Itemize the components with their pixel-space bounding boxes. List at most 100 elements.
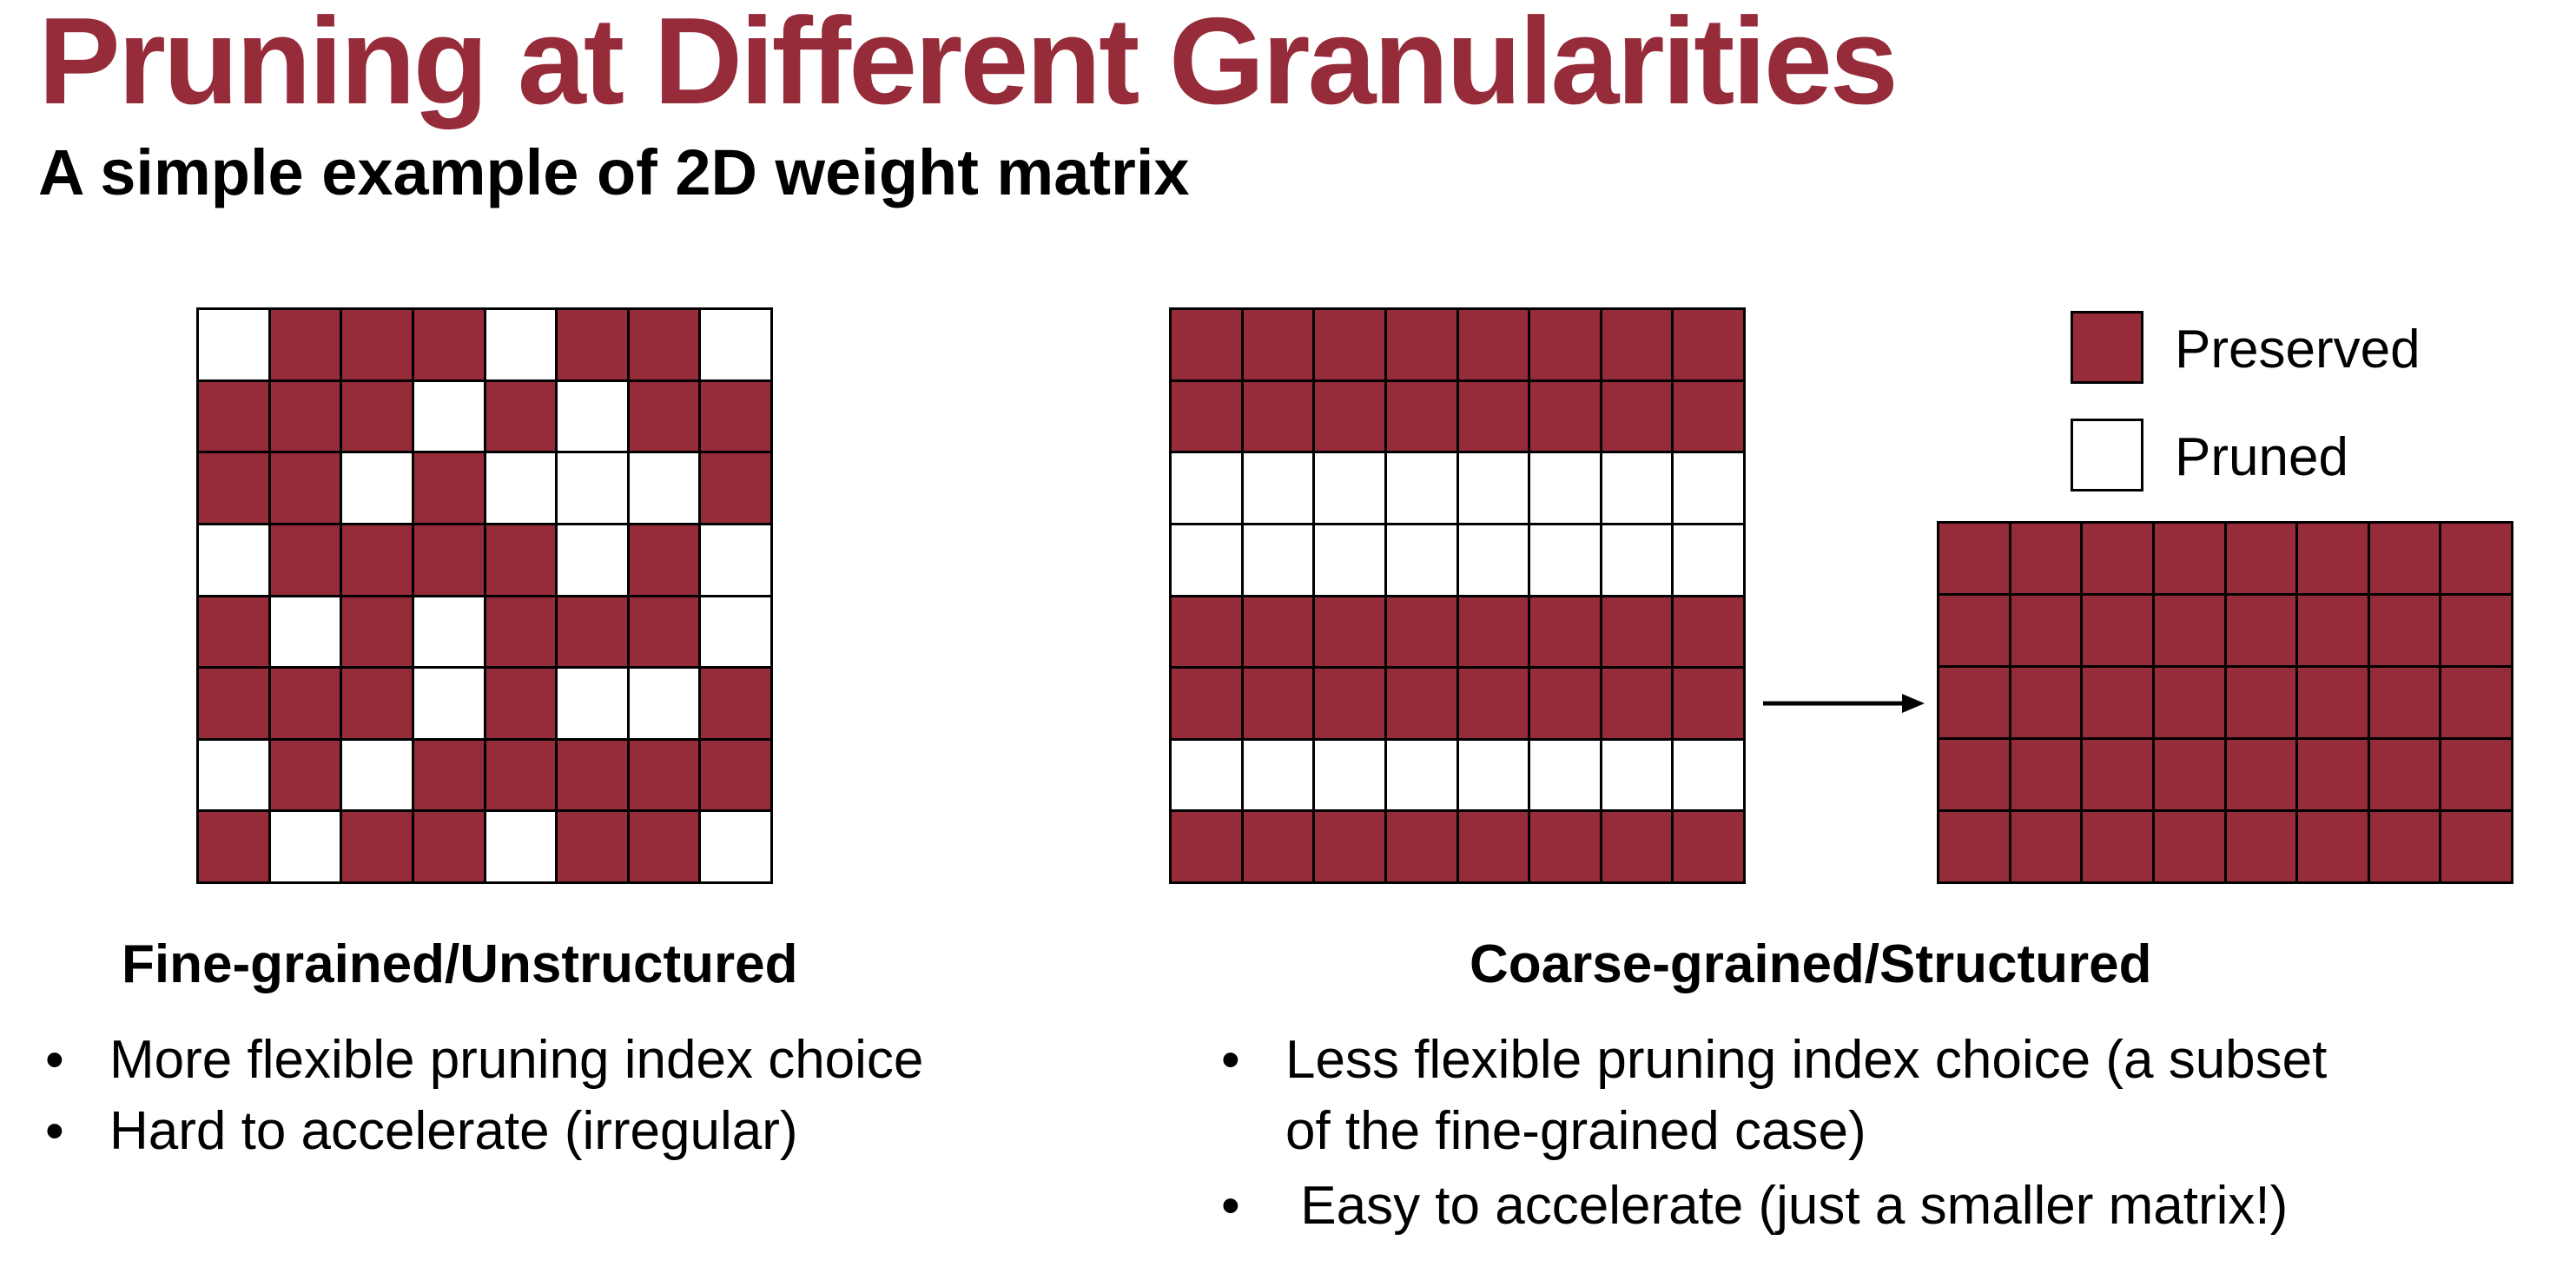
pruned-cell xyxy=(558,525,627,595)
pruned-cell xyxy=(701,525,770,595)
pruned-cell xyxy=(558,669,627,738)
preserved-cell xyxy=(1939,668,2009,737)
preserved-cell xyxy=(1243,669,1313,738)
pruned-cell xyxy=(1172,740,1241,810)
preserved-cell xyxy=(2154,596,2224,665)
preserved-cell xyxy=(2369,596,2440,665)
preserved-cell xyxy=(701,669,770,738)
pruned-cell xyxy=(413,669,484,738)
preserved-cell xyxy=(1243,812,1313,881)
preserved-cell xyxy=(2369,740,2440,809)
preserved-cell xyxy=(342,812,412,881)
preserved-cell xyxy=(199,453,268,523)
preserved-cell xyxy=(2154,524,2224,593)
preserved-cell xyxy=(2226,812,2296,881)
pruned-cell xyxy=(413,597,484,667)
preserved-cell xyxy=(342,669,412,738)
preserved-cell xyxy=(1458,597,1529,667)
preserved-cell xyxy=(270,310,340,379)
preserved-cell xyxy=(342,381,412,452)
pruned-cell xyxy=(199,525,268,595)
preserved-cell xyxy=(1530,310,1600,379)
preserved-cell xyxy=(558,310,627,379)
preserved-cell xyxy=(1315,310,1384,379)
preserved-cell xyxy=(629,597,699,667)
preserved-cell xyxy=(1602,669,1672,738)
preserved-cell xyxy=(2011,812,2081,881)
pruned-cell xyxy=(342,453,412,523)
coarse-grained-matrix xyxy=(1169,307,1746,884)
preserved-cell xyxy=(1458,669,1529,738)
pruned-cell xyxy=(1315,525,1384,595)
preserved-cell xyxy=(2441,740,2511,809)
preserved-cell xyxy=(413,812,484,881)
pruned-cell xyxy=(270,597,340,667)
preserved-cell xyxy=(2369,812,2440,881)
preserved-cell xyxy=(413,740,484,810)
legend-pruned-swatch xyxy=(2071,419,2143,492)
preserved-cell xyxy=(2083,740,2152,809)
preserved-cell xyxy=(2226,668,2296,737)
pruned-cell xyxy=(1386,740,1456,810)
preserved-cell xyxy=(1530,381,1600,452)
preserved-cell xyxy=(1243,310,1313,379)
preserved-cell xyxy=(1939,740,2009,809)
pruned-cell xyxy=(558,381,627,452)
preserved-cell xyxy=(270,525,340,595)
preserved-cell xyxy=(1674,381,1743,452)
pruned-cell xyxy=(485,453,556,523)
preserved-cell xyxy=(1386,381,1456,452)
slide-subtitle: A simple example of 2D weight matrix xyxy=(38,136,1190,208)
pruned-cell xyxy=(413,381,484,452)
preserved-cell xyxy=(2298,740,2368,809)
pruned-cell xyxy=(1530,525,1600,595)
preserved-cell xyxy=(2441,668,2511,737)
pruned-cell xyxy=(629,669,699,738)
pruned-cell xyxy=(199,310,268,379)
legend-preserved-label: Preserved xyxy=(2175,320,2421,379)
preserved-cell xyxy=(485,597,556,667)
preserved-cell xyxy=(270,669,340,738)
preserved-cell xyxy=(2226,740,2296,809)
pruned-cell xyxy=(1172,453,1241,523)
preserved-cell xyxy=(1172,381,1241,452)
pruned-cell xyxy=(701,310,770,379)
preserved-cell xyxy=(701,453,770,523)
preserved-cell xyxy=(1386,597,1456,667)
preserved-cell xyxy=(2298,596,2368,665)
pruned-cell xyxy=(342,740,412,810)
preserved-cell xyxy=(2441,596,2511,665)
preserved-cell xyxy=(199,812,268,881)
preserved-cell xyxy=(1172,669,1241,738)
preserved-cell xyxy=(2154,812,2224,881)
preserved-cell xyxy=(1315,597,1384,667)
preserved-cell xyxy=(1172,812,1241,881)
preserved-cell xyxy=(1172,310,1241,379)
preserved-cell xyxy=(2011,596,2081,665)
right-arrow-icon xyxy=(1763,694,1925,713)
preserved-cell xyxy=(413,453,484,523)
preserved-cell xyxy=(2369,524,2440,593)
pruned-cell xyxy=(485,310,556,379)
preserved-cell xyxy=(1315,812,1384,881)
pruned-cell xyxy=(1315,453,1384,523)
slide-title: Pruning at Different Granularities xyxy=(38,0,1899,130)
preserved-cell xyxy=(629,740,699,810)
preserved-cell xyxy=(485,381,556,452)
pruned-cell xyxy=(1674,525,1743,595)
preserved-cell xyxy=(199,597,268,667)
preserved-cell xyxy=(1939,596,2009,665)
preserved-cell xyxy=(1602,381,1672,452)
pruned-cell xyxy=(1386,525,1456,595)
pruned-cell xyxy=(1602,740,1672,810)
pruned-cell xyxy=(1315,740,1384,810)
fine-grained-matrix xyxy=(196,307,773,884)
fine-grained-caption: Fine-grained/Unstructured xyxy=(122,934,798,994)
preserved-cell xyxy=(1674,310,1743,379)
pruned-cell xyxy=(629,453,699,523)
preserved-cell xyxy=(2083,668,2152,737)
pruned-cell xyxy=(1243,525,1313,595)
legend-pruned-label: Pruned xyxy=(2175,427,2348,487)
pruned-cell xyxy=(701,597,770,667)
preserved-cell xyxy=(2298,668,2368,737)
